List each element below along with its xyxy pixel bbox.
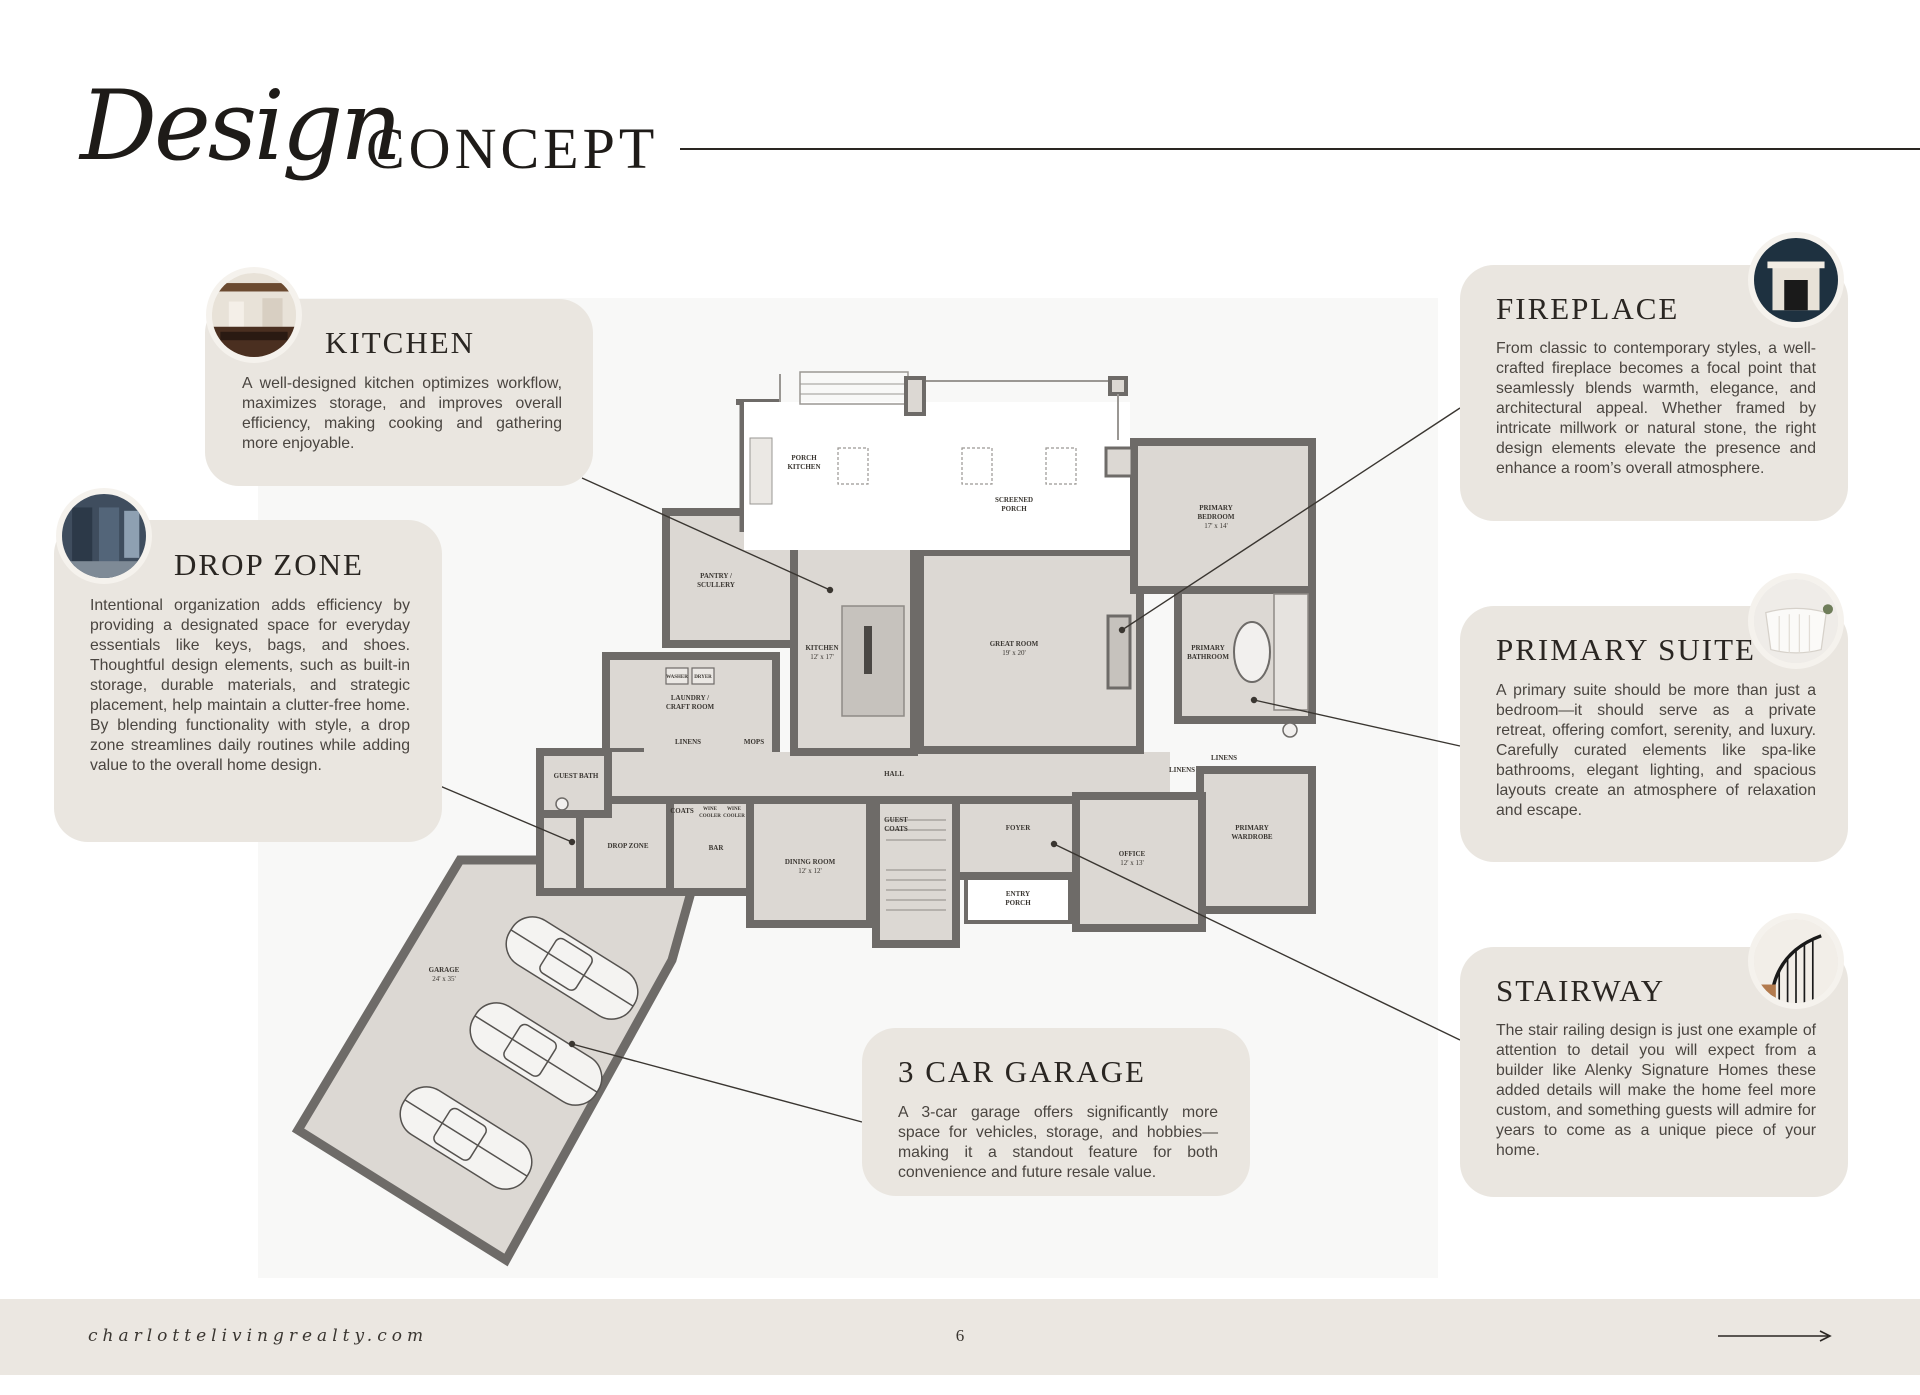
label-office: OFFICE <box>1119 850 1146 858</box>
footer-page-number: 6 <box>955 1326 965 1345</box>
svg-text:COOLER: COOLER <box>699 814 721 819</box>
label-screened-porch: SCREENED <box>995 496 1033 504</box>
label-wine-cooler-1: WINE <box>703 807 718 812</box>
svg-text:17' x 14': 17' x 14' <box>1204 522 1228 530</box>
svg-text:COOLER: COOLER <box>723 814 745 819</box>
svg-text:19' x 20': 19' x 20' <box>1002 649 1026 657</box>
label-garage: GARAGE <box>429 966 460 974</box>
plan-screened-porch <box>736 371 1134 550</box>
label-bar: BAR <box>709 844 725 852</box>
card-kitchen-body: A well-designed kitchen optimizes workfl… <box>242 375 562 452</box>
card-garage-title: 3 CAR GARAGE <box>898 1054 1146 1089</box>
car-icons <box>399 916 639 1190</box>
svg-text:BATHROOM: BATHROOM <box>1187 653 1229 661</box>
label-kitchen: KITCHEN <box>805 644 838 652</box>
svg-text:CRAFT ROOM: CRAFT ROOM <box>666 703 715 711</box>
label-drop-zone: DROP ZONE <box>607 842 648 850</box>
label-primary-wardrobe: PRIMARY <box>1235 824 1269 832</box>
card-primary-suite-body: A primary suite should be more than just… <box>1496 682 1816 819</box>
photo-fireplace <box>1748 232 1844 328</box>
svg-text:BEDROOM: BEDROOM <box>1198 513 1235 521</box>
label-hall: HALL <box>884 770 904 778</box>
label-foyer: FOYER <box>1006 824 1031 832</box>
label-washer: WASHER <box>666 675 688 680</box>
label-entry-porch: ENTRY <box>1006 890 1030 898</box>
photo-primary-suite <box>1748 573 1844 669</box>
svg-text:KITCHEN: KITCHEN <box>787 463 820 471</box>
label-wine-cooler-2: WINE <box>727 807 742 812</box>
label-mops: MOPS <box>744 738 764 746</box>
title-script-word: Design <box>80 70 402 182</box>
card-garage: 3 CAR GARAGE A 3-car garage offers signi… <box>862 1028 1250 1196</box>
room-labels: PORCH KITCHEN SCREENED PORCH PRIMARY BED… <box>429 454 1273 983</box>
label-dryer: DRYER <box>694 675 712 680</box>
label-porch-kitchen: PORCH <box>791 454 817 462</box>
label-linens-3: LINENS <box>1211 754 1237 762</box>
label-primary-bedroom: PRIMARY <box>1199 504 1233 512</box>
card-stairway-title: STAIRWAY <box>1496 973 1666 1008</box>
label-guest-bath: GUEST BATH <box>554 772 599 780</box>
card-kitchen-title: KITCHEN <box>325 325 476 360</box>
svg-text:PORCH: PORCH <box>1005 899 1031 907</box>
title-rule <box>680 148 1920 150</box>
card-garage-body: A 3-car garage offers significantly more… <box>898 1104 1218 1181</box>
title-caps-word: CONCEPT <box>366 116 659 181</box>
label-pantry: PANTRY / <box>700 572 733 580</box>
svg-text:PORCH: PORCH <box>1001 505 1027 513</box>
svg-text:12' x 17': 12' x 17' <box>810 653 834 661</box>
photo-kitchen <box>206 267 302 363</box>
label-laundry: LAUNDRY / <box>671 694 710 702</box>
label-linens-2: LINENS <box>1169 766 1195 774</box>
label-dining-room: DINING ROOM <box>785 858 836 866</box>
card-fireplace-title: FIREPLACE <box>1496 291 1680 326</box>
photo-drop-zone <box>56 488 152 584</box>
card-drop-zone-body: Intentional organization adds efficiency… <box>90 597 410 774</box>
card-stairway-body: The stair railing design is just one exa… <box>1496 1022 1816 1159</box>
card-fireplace-body: From classic to contemporary styles, a w… <box>1496 340 1816 477</box>
footer-bar <box>0 1299 1920 1375</box>
svg-text:12' x 13': 12' x 13' <box>1120 859 1144 867</box>
label-linens-1: LINENS <box>675 738 701 746</box>
footer-website[interactable]: charlottelivingrealty.com <box>88 1326 429 1346</box>
card-drop-zone-title: DROP ZONE <box>174 547 364 582</box>
svg-text:24' x 35': 24' x 35' <box>432 975 456 983</box>
photo-stairway <box>1748 913 1844 1009</box>
next-arrow-icon[interactable] <box>1718 1328 1834 1344</box>
card-primary-suite-title: PRIMARY SUITE <box>1496 632 1756 667</box>
svg-text:COATS: COATS <box>884 825 908 833</box>
svg-text:12' x 12': 12' x 12' <box>798 867 822 875</box>
svg-text:SCULLERY: SCULLERY <box>697 581 735 589</box>
label-primary-bathroom: PRIMARY <box>1191 644 1225 652</box>
svg-text:WARDROBE: WARDROBE <box>1231 833 1273 841</box>
label-coats: COATS <box>670 807 694 815</box>
leader-lines <box>439 407 1461 1123</box>
plan-house <box>536 438 1316 948</box>
label-great-room: GREAT ROOM <box>990 640 1039 648</box>
label-guest-coats: GUEST <box>884 816 908 824</box>
